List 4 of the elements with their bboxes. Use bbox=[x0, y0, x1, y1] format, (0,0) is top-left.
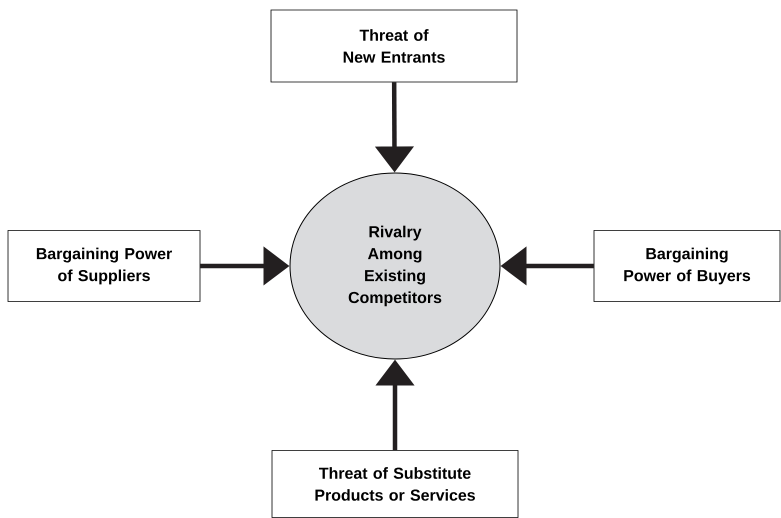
force-box: Bargaining Power of Suppliers bbox=[8, 230, 200, 302]
force-box: Threat of Substitute Products or Services bbox=[272, 450, 518, 518]
force-box: Threat of New Entrants bbox=[270, 10, 518, 82]
force-box: Bargaining Power of Buyers bbox=[594, 230, 780, 302]
